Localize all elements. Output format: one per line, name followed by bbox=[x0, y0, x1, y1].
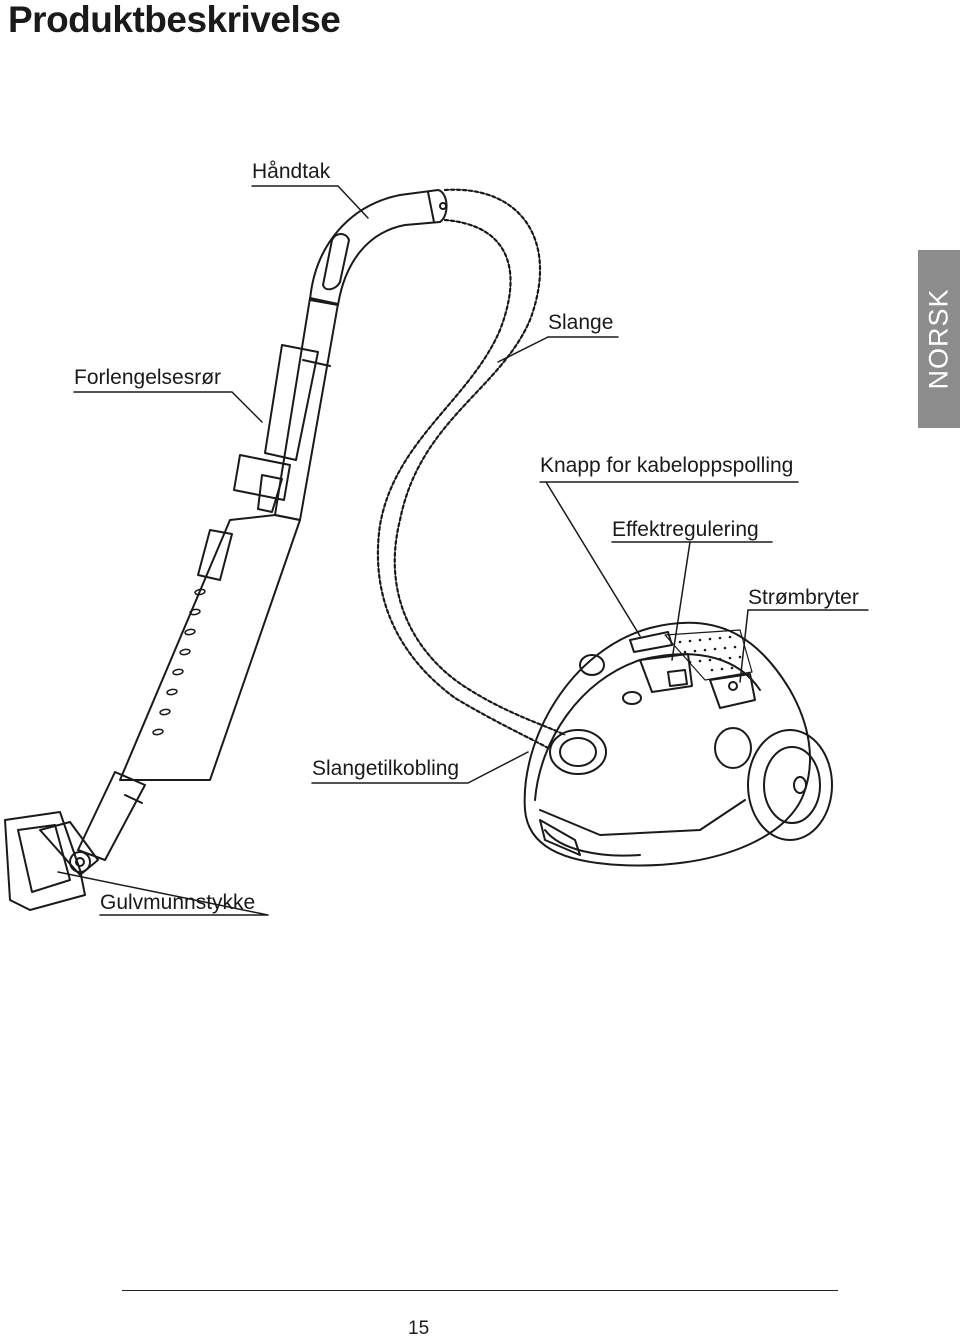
footer-rule bbox=[122, 1290, 838, 1291]
page-number: 15 bbox=[408, 1318, 430, 1339]
language-tab: NORSK bbox=[918, 250, 960, 428]
hose bbox=[376, 188, 567, 750]
leader-lines bbox=[57, 185, 869, 916]
label-extension-tube: Forlengelsesrør bbox=[74, 366, 222, 389]
label-power-control: Effektregulering bbox=[612, 518, 759, 541]
label-hose-connection: Slangetilkobling bbox=[312, 757, 460, 780]
page-title: Produktbeskrivelse bbox=[8, 0, 341, 40]
label-cable-rewind-button: Knapp for kabeloppspolling bbox=[540, 454, 794, 477]
label-handle: Håndtak bbox=[252, 160, 331, 183]
label-floor-nozzle: Gulvmunnstykke bbox=[100, 891, 256, 914]
handle bbox=[309, 189, 448, 306]
floor-nozzle bbox=[4, 811, 99, 911]
label-hose: Slange bbox=[548, 311, 614, 334]
label-power-switch: Strømbryter bbox=[748, 586, 859, 609]
extension-tube bbox=[77, 297, 339, 861]
vacuum-body bbox=[523, 621, 833, 867]
